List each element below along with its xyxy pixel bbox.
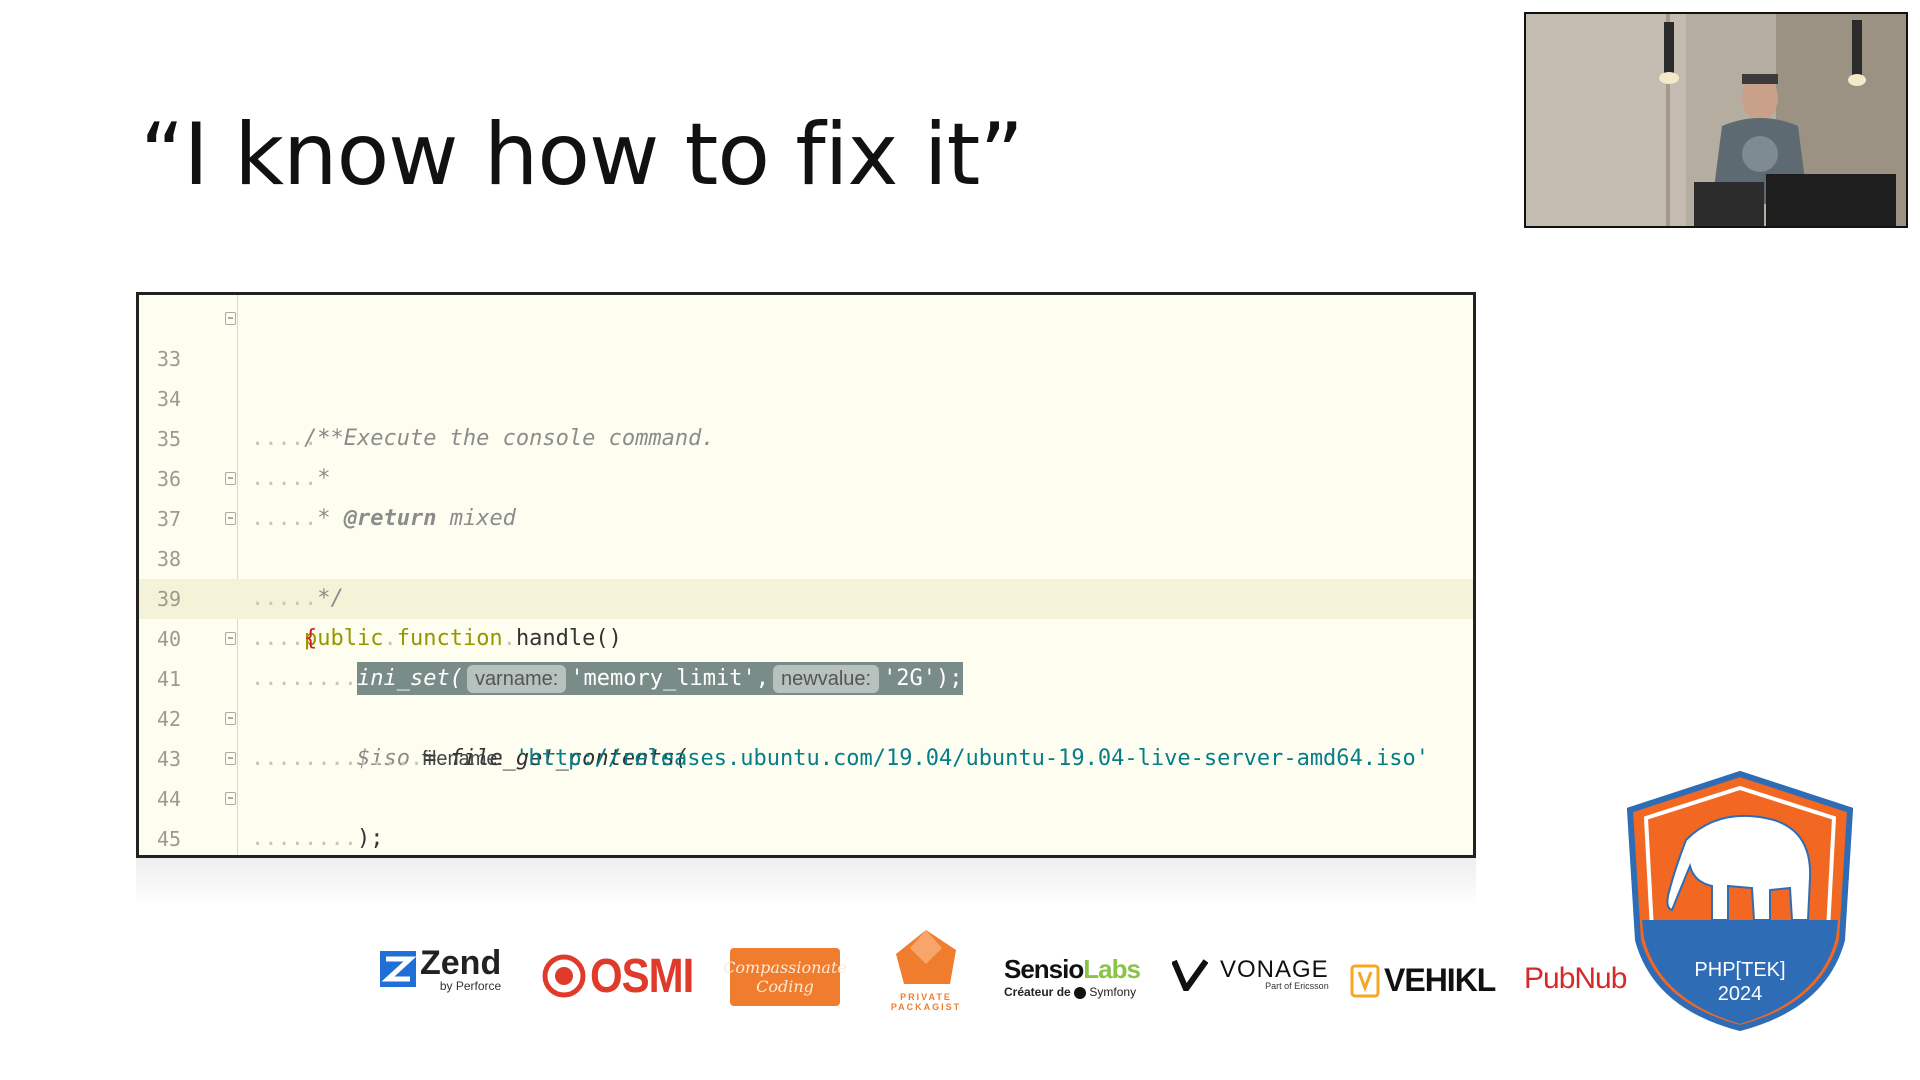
vehikl-logo-icon [1350, 964, 1380, 997]
editor-reflection [136, 858, 1476, 906]
string-arg: '2G' [883, 666, 937, 691]
open-brace: { [303, 626, 318, 651]
line-number: 42 [156, 707, 182, 731]
badge-year: 2024 [1717, 983, 1763, 1005]
compassionate-sub: Coding [756, 977, 814, 996]
line-number: 40 [156, 627, 182, 651]
operator: = [423, 746, 437, 771]
code-line[interactable]: 33 ..../** [139, 299, 1473, 451]
sponsor-bar: Zend by Perforce OSMI Compassionate Codi… [380, 930, 1627, 1030]
vonage-sub: Part of Ericsson [1265, 981, 1329, 991]
code-line[interactable]: 36 .....* @return mixed [139, 419, 1473, 531]
current-line-highlight [139, 579, 1473, 619]
zend-sub: by Perforce [439, 979, 502, 993]
code-line[interactable]: 43 ........); [139, 699, 1473, 851]
line-number: 44 [156, 787, 182, 811]
sponsor-vehikl: VEHIKL [1350, 962, 1496, 999]
function-call: ini_set( [356, 666, 463, 691]
string-arg: 'http://releases.ubuntu.com/19.04/ubuntu… [515, 746, 1430, 771]
vonage-name: VONAGE [1220, 956, 1329, 983]
sensio-sub: Créateur de [1004, 985, 1071, 999]
sponsor-pubnub: PubNub [1524, 962, 1627, 996]
editor-gutter [139, 295, 238, 855]
code-line[interactable]: 42 ............filename:'http://releases… [139, 659, 1473, 771]
code-line[interactable]: 39 ....{ [139, 539, 1473, 651]
line-number: 35 [156, 427, 182, 451]
doc-tag: @return [343, 506, 437, 531]
keyword-public: public [303, 626, 384, 651]
speaker-webcam [1524, 12, 1908, 228]
line-number: 33 [156, 347, 182, 371]
sponsor-osmi: OSMI [542, 948, 694, 1002]
line-number: 37 [156, 507, 182, 531]
compassionate-name: Compassionate [723, 958, 847, 977]
line-number: 36 [156, 467, 182, 491]
fold-marker-icon[interactable] [225, 632, 236, 645]
symfony-icon [1074, 986, 1087, 999]
code-line[interactable]: 44 ....} [139, 739, 1473, 811]
code-line[interactable]: 46 [139, 819, 1473, 855]
zend-logo-icon [380, 951, 416, 987]
line-number: 45 [156, 827, 182, 851]
call-end: ); [356, 826, 384, 851]
comment-text: * Execute the console command. [317, 426, 715, 451]
fold-marker-icon[interactable] [225, 312, 236, 325]
packagist-sub: PACKAGIST [890, 1002, 962, 1012]
fold-marker-icon[interactable] [225, 472, 236, 485]
badge-title: PHP[TEK] [1694, 959, 1786, 981]
fold-marker-icon[interactable] [225, 712, 236, 725]
fold-marker-icon[interactable] [225, 512, 236, 525]
sensio-sub2: Symfony [1089, 985, 1137, 999]
fold-marker-icon[interactable] [225, 752, 236, 765]
comment-text: * [317, 466, 331, 491]
string-arg: 'memory_limit', [570, 666, 769, 691]
pubnub-name: PubNub [1524, 962, 1627, 995]
code-line[interactable]: 34 .....* Execute the console command. [139, 339, 1473, 451]
keyword-function: function [396, 626, 503, 651]
line-number: 39 [156, 587, 182, 611]
phptek-badge: PHP[TEK] 2024 [1624, 770, 1856, 1032]
comment-text: */ [317, 586, 344, 611]
fold-marker-icon[interactable] [225, 792, 236, 805]
osmi-logo-icon [542, 954, 586, 998]
param-hint-newvalue: newvalue: [773, 665, 880, 693]
vonage-logo-icon [1172, 958, 1208, 991]
doc-type: mixed [449, 506, 516, 531]
vehikl-name: VEHIKL [1384, 962, 1496, 998]
sponsor-zend: Zend by Perforce [380, 946, 501, 992]
sponsor-vonage: VONAGE Part of Ericsson [1172, 958, 1329, 991]
packagist-elephant-icon [896, 930, 956, 984]
sensio-name: Sensio [1004, 954, 1084, 984]
param-hint-varname: varname: [466, 665, 567, 693]
sensio-accent: Labs [1083, 954, 1141, 984]
line-number: 41 [156, 667, 182, 691]
sponsor-private-packagist: PRIVATE PACKAGIST [886, 928, 966, 1012]
code-line[interactable]: 45 } [139, 779, 1473, 851]
comment-text: /** [303, 426, 344, 451]
selected-code[interactable]: ini_set(varname:'memory_limit',newvalue:… [356, 662, 963, 695]
code-line[interactable]: 35 .....* [139, 379, 1473, 491]
line-number: 38 [156, 547, 182, 571]
variable: $iso [356, 746, 410, 771]
packagist-name: PRIVATE [900, 992, 952, 1002]
sponsor-compassionate-coding: Compassionate Coding [723, 948, 847, 1006]
osmi-name: OSMI [590, 948, 694, 1003]
code-line[interactable]: 38 ....public.function.handle() [139, 499, 1473, 651]
sponsor-sensiolabs: SensioLabs Créateur de Symfony [1004, 954, 1141, 999]
code-line-selected[interactable]: 40 ........ini_set(varname:'memory_limit… [139, 579, 1473, 695]
line-number: 34 [156, 387, 182, 411]
code-line[interactable]: 41 ........$iso.=.file_get_contents( [139, 619, 1473, 771]
param-hint-filename: filename: [421, 748, 504, 770]
function-name: handle() [515, 626, 622, 651]
code-editor[interactable]: 33 ..../** 34 .....* Execute the console… [136, 292, 1476, 858]
function-call: file_get_contents( [449, 746, 689, 771]
code-line[interactable]: 37 .....*/ [139, 459, 1473, 611]
call-end: ); [936, 666, 963, 691]
slide-title: “I know how to fix it” [140, 105, 1024, 205]
line-number: 43 [156, 747, 182, 771]
zend-name: Zend [420, 944, 502, 982]
